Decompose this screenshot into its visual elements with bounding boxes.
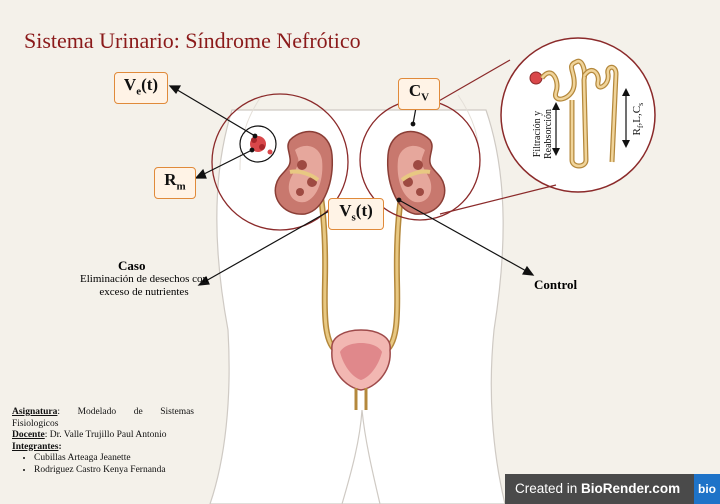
control-label: Control (534, 277, 578, 292)
ve-label: Ve(t) (114, 72, 168, 105)
right-kidney (386, 130, 446, 215)
resistance-sub1: f (636, 125, 646, 129)
resistance-label: Rf,L,Cs (630, 94, 646, 144)
resistance-main: R (630, 128, 643, 136)
ve-suffix: (t) (141, 75, 159, 94)
members-suffix: : (58, 441, 62, 452)
filtration-arrow (552, 102, 560, 156)
ve-sub: e (136, 85, 142, 98)
vs-label: Vs(t) (328, 198, 384, 231)
cv-sub: V (421, 91, 430, 104)
caso-description: Eliminación de desechos con exceso de nu… (80, 273, 208, 298)
filtration-line1: Filtración y (532, 110, 543, 158)
members-label: Integrantes (12, 441, 59, 452)
nephron (529, 58, 619, 169)
cv-main: C (408, 81, 422, 100)
left-kidney (274, 130, 334, 215)
teacher-line: Docente: Dr. Valle Trujillo Paul Antonio (12, 430, 194, 442)
zoom-connector-bottom (439, 184, 557, 215)
bladder (331, 329, 391, 410)
resistance-sub2: s (636, 102, 646, 106)
zoom-connector-top (436, 59, 511, 103)
biorender-logo-icon: bio (694, 474, 720, 504)
ve-main: V (123, 75, 137, 94)
members-line: Integrantes: (12, 442, 194, 454)
subject-label: Asignatura (12, 407, 58, 417)
glomerulus-detail (239, 125, 277, 163)
vs-main: V (339, 201, 352, 220)
vs-sub: s (351, 211, 356, 224)
filtration-label: Filtración y Reabsorción (532, 104, 554, 164)
members-list: Cubillas Arteaga Jeanette Rodriguez Cast… (12, 453, 194, 476)
resistance-arrow (622, 88, 630, 148)
member-item: Cubillas Arteaga Jeanette (34, 453, 194, 465)
filtration-line2: Reabsorción (543, 109, 554, 159)
resistance-mid: ,L,C (630, 105, 643, 126)
caso-title: Caso (118, 258, 146, 273)
rm-main: R (164, 170, 177, 189)
course-info: Asignatura: Modelado de Sistemas Fisiolo… (12, 407, 194, 476)
cv-label: CV (398, 78, 440, 111)
teacher-label: Docente (12, 430, 45, 440)
biorender-badge[interactable]: Created in BioRender.com bio (505, 474, 720, 504)
rm-sub: m (176, 180, 186, 193)
member-item: Rodriguez Castro Kenya Fernanda (34, 465, 194, 477)
badge-brand: BioRender.com (581, 481, 681, 496)
rm-label: Rm (154, 167, 196, 200)
left-kidney-zoom-circle (211, 93, 349, 231)
badge-prefix: Created in (515, 481, 582, 496)
page-title: Sistema Urinario: Síndrome Nefrótico (24, 28, 361, 53)
subject-value: : Modelado de Sistemas Fisiologicos (12, 407, 194, 429)
subject-line: Asignatura: Modelado de Sistemas Fisiolo… (12, 407, 194, 430)
vs-suffix: (t) (355, 201, 373, 220)
teacher-value: : Dr. Valle Trujillo Paul Antonio (44, 430, 167, 440)
